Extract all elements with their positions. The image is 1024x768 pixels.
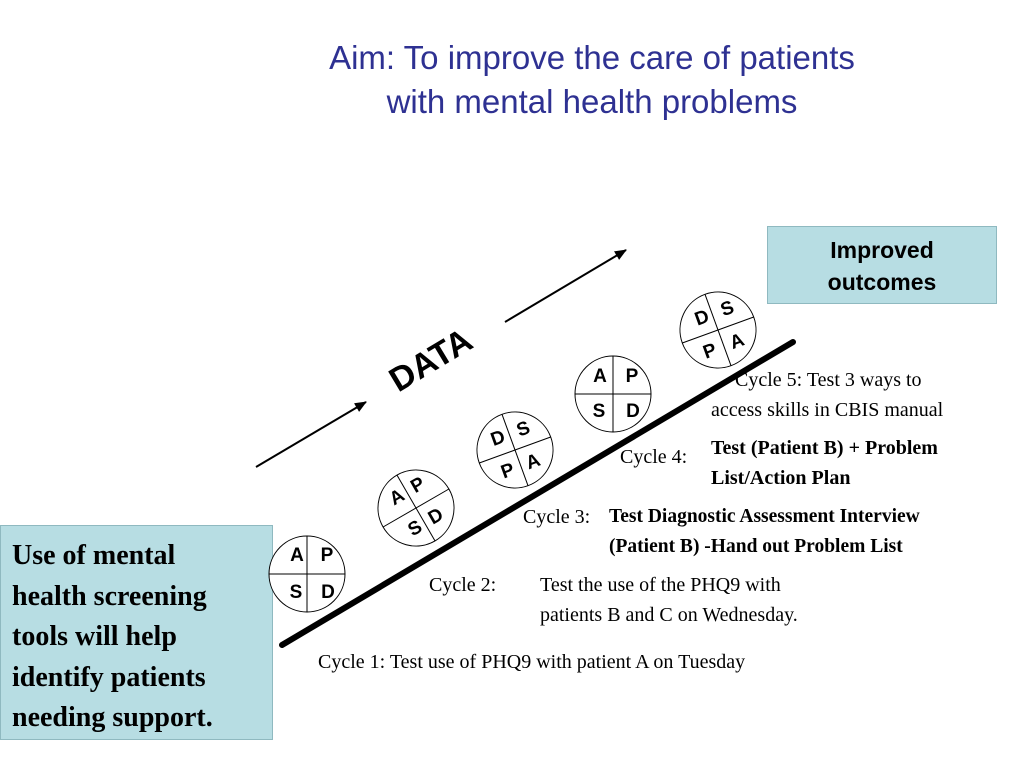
data-label: DATA	[383, 321, 479, 400]
pdsa-1-tr: P	[321, 545, 334, 566]
pdsa-1-br: D	[321, 582, 335, 603]
cycle-4-label: Cycle 4:	[620, 446, 688, 468]
cycle-4-line-1: Test (Patient B) + Problem	[711, 437, 938, 459]
pdsa-circle-5: D S P A	[679, 291, 757, 369]
pdsa-1-bl: S	[290, 582, 303, 603]
hypothesis-line-4: identify patients	[12, 661, 206, 693]
cycle-2-line-1: Test the use of the PHQ9 with	[540, 574, 781, 596]
cycle-2-label: Cycle 2:	[429, 574, 497, 596]
cycle-3-line-1: Test Diagnostic Assessment Interview	[609, 506, 920, 527]
cycle-3-label: Cycle 3:	[523, 506, 591, 528]
hypothesis-line-2: health screening	[12, 580, 207, 612]
data-arrow-lower	[255, 401, 367, 468]
hypothesis-box: Use of mental health screening tools wil…	[0, 525, 273, 740]
pdsa-4-tl: A	[593, 366, 607, 387]
aim-title: Aim: To improve the care of patients wit…	[220, 36, 964, 124]
improved-outcomes-box: Improved outcomes	[767, 226, 997, 304]
cycle-5-line-2: access skills in CBIS manual	[711, 399, 944, 421]
pdsa-4-br: D	[626, 401, 640, 422]
pdsa-4-tr: P	[626, 366, 639, 387]
aim-title-line-2: with mental health problems	[386, 83, 798, 120]
cycle-1-text: Cycle 1: Test use of PHQ9 with patient A…	[318, 651, 746, 673]
outcomes-line-1: Improved	[830, 237, 934, 263]
pdsa-4-bl: S	[593, 401, 606, 422]
ramp-line	[279, 339, 796, 648]
cycle-3-line-2: (Patient B) -Hand out Problem List	[609, 536, 903, 557]
cycle-5-line-1: Cycle 5: Test 3 ways to	[735, 369, 922, 391]
data-arrow-upper	[504, 249, 627, 323]
hypothesis-line-1: Use of mental	[12, 540, 176, 571]
pdsa-circle-2: A P S D	[377, 469, 455, 547]
pdsa-5-tl: D	[692, 306, 712, 330]
pdsa-circle-3: D S P A	[476, 411, 554, 489]
cycle-4-line-2: List/Action Plan	[711, 467, 851, 489]
cycle-2-line-2: patients B and C on Wednesday.	[540, 604, 798, 626]
pdsa-3-tl: D	[488, 426, 508, 450]
hypothesis-line-3: tools will help	[12, 621, 177, 652]
pdsa-1-tl: A	[290, 545, 304, 566]
pdsa-circle-4: A P S D	[574, 355, 652, 433]
hypothesis-line-5: needing support.	[12, 702, 213, 733]
outcomes-line-2: outcomes	[827, 269, 937, 295]
pdsa-circle-1: A P S D	[268, 535, 346, 613]
aim-title-line-1: Aim: To improve the care of patients	[329, 39, 855, 76]
